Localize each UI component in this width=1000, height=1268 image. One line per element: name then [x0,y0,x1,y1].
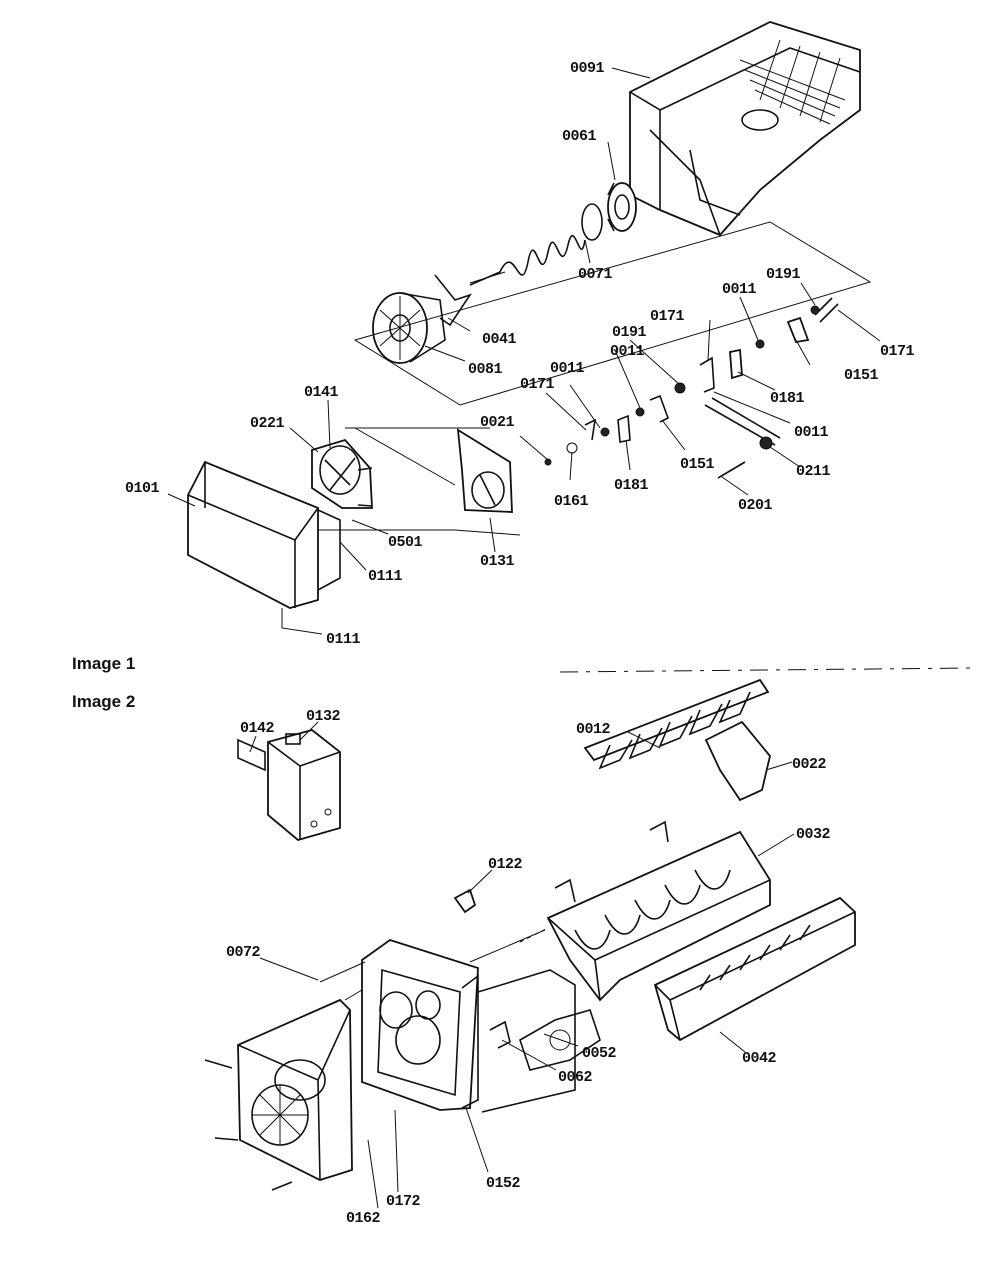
auger-wheel [372,292,446,364]
section-label-image1: Image 1 [72,654,135,673]
part-label: 0072 [226,944,261,961]
part-label: 0181 [614,477,649,494]
mounting-plate [456,428,513,513]
part-label: 0011 [610,343,645,360]
mold-clip [453,888,477,914]
ice-mold [546,820,771,1002]
part-label: 0151 [680,456,715,473]
part-label: 0122 [488,856,523,873]
part-label: 0101 [125,480,160,497]
separator-line [559,667,976,673]
part-label: 0021 [480,414,515,431]
part-label: 0171 [880,343,915,360]
part-label: 0081 [468,361,503,378]
part-label: 0162 [346,1210,381,1227]
part-label: 0142 [240,720,275,737]
part-label: 0191 [612,324,647,341]
part-label: 0171 [650,308,685,325]
part-label: 0131 [480,553,515,570]
part-label: 0022 [792,756,827,773]
ice-bucket [629,21,861,237]
assembly-outline [353,221,872,406]
retaining-ring [581,203,603,241]
assembly-dash [519,927,549,943]
part-label: 0181 [770,390,805,407]
part-label: 0172 [386,1193,421,1210]
part-label: 0191 [766,266,801,283]
motor-cover [187,460,341,609]
part-label: 0221 [250,415,285,432]
leader-lines-image2 [249,721,795,1209]
motor-module [489,1009,601,1071]
part-label: 0501 [388,534,423,551]
part-label: 0171 [520,376,555,393]
part-label: 0041 [482,331,517,348]
part-label: 0042 [742,1050,777,1067]
part-label: 0052 [582,1045,617,1062]
part-label: 0011 [794,424,829,441]
assembly-guides [318,427,521,536]
part-label: 0151 [844,367,879,384]
ejector-shaft [583,678,770,770]
mounting-bracket [477,969,576,1113]
part-label: 0111 [368,568,403,585]
part-label: 0011 [550,360,585,377]
part-labels-image2: 0142 0132 0012 0022 0032 0122 0072 0052 … [226,708,831,1227]
control-cover [361,939,479,1111]
part-label: 0201 [738,497,773,514]
assembly-guides-image2 [319,929,546,1001]
part-label: 0161 [554,493,589,510]
stripper [704,720,771,802]
part-label: 0071 [578,266,613,283]
part-label: 0011 [722,281,757,298]
part-label: 0141 [304,384,339,401]
part-label: 0132 [306,708,341,725]
part-label: 0012 [576,721,611,738]
part-label: 0111 [326,631,361,648]
auger-coupler [607,182,637,232]
part-label: 0091 [570,60,605,77]
part-label: 0061 [562,128,597,145]
part-label: 0211 [796,463,831,480]
section-label-image2: Image 2 [72,692,135,711]
part-labels-image1: 0091 0061 0071 0041 0081 0011 0191 0171 … [125,60,915,648]
mold-heater [653,896,856,1042]
leader-lines-image1 [167,67,881,635]
part-label: 0032 [796,826,831,843]
thermostat-box [237,729,341,841]
auger-motor [311,438,373,509]
shaft-cluster [544,297,839,479]
part-label: 0152 [486,1175,521,1192]
auger-coil [469,235,586,286]
part-label: 0062 [558,1069,593,1086]
paddle [434,274,472,327]
control-housing [204,998,353,1191]
